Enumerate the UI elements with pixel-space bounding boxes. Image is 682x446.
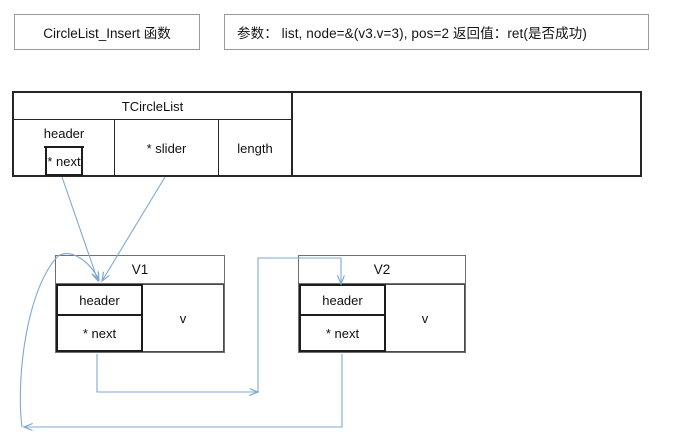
struct-field-slider-label: * slider — [146, 140, 187, 156]
node-v2-field-value-label: v — [421, 310, 429, 326]
struct-field-next: * next — [45, 148, 83, 176]
struct-title: TCircleList — [14, 93, 291, 120]
node-v1-field-next-label: * next — [82, 325, 117, 341]
function-name-label: CircleList_Insert 函数 — [43, 26, 171, 41]
connector-v1-next-to-v2-bottom — [96, 354, 258, 392]
struct-field-header-label: header — [43, 125, 85, 141]
node-v2-field-value: v — [385, 284, 465, 352]
node-v1-field-header: header — [56, 284, 143, 316]
parameters-label: 参数： list, node=&(v3.v=3), pos=2 返回值：ret(… — [237, 26, 587, 41]
node-v2-title-label: V2 — [373, 262, 391, 277]
node-v1-field-value-label: v — [179, 310, 187, 326]
node-v2-field-next: * next — [299, 316, 386, 352]
node-v2-header-next-cell: header * next — [299, 284, 386, 352]
node-v2-field-next-label: * next — [325, 325, 360, 341]
struct-field-length: length — [219, 120, 291, 176]
node-v2-field-header-label: header — [322, 292, 363, 308]
struct-field-slider: * slider — [115, 120, 219, 176]
node-v1-field-value: v — [142, 284, 224, 352]
struct-field-next-label: * next — [47, 153, 81, 169]
connector-v2-next-to-v1-bottom — [24, 354, 343, 427]
node-v1-title-label: V1 — [131, 262, 149, 277]
node-v1-field-header-label: header — [79, 292, 120, 308]
node-v2: V2 header * next v — [298, 255, 466, 353]
node-v2-field-header: header — [299, 284, 386, 316]
struct-field-header: header — [43, 120, 85, 148]
parameters-box: 参数： list, node=&(v3.v=3), pos=2 返回值：ret(… — [224, 14, 649, 50]
node-v1: V1 header * next v — [55, 255, 225, 353]
function-name-box: CircleList_Insert 函数 — [14, 14, 200, 50]
node-v2-title: V2 — [299, 256, 465, 284]
struct-title-label: TCircleList — [121, 98, 184, 114]
node-v1-field-next: * next — [56, 316, 143, 352]
struct-header-next-cell: header * next — [14, 120, 115, 176]
node-v1-header-next-cell: header * next — [56, 284, 143, 352]
node-v1-title: V1 — [56, 256, 224, 284]
struct-field-length-label: length — [237, 140, 273, 156]
tcirclelist-struct: TCircleList header * next * slider lengt… — [12, 91, 293, 177]
